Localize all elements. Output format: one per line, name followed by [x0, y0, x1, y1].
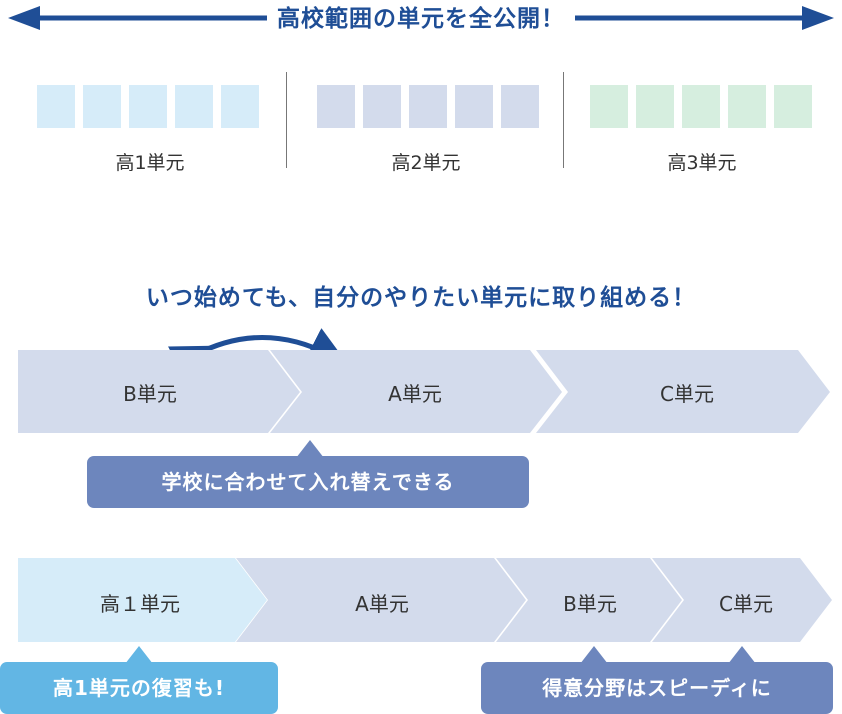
chevron-label-b: B単元: [563, 592, 617, 616]
callout-pointer: [728, 646, 756, 664]
chevron-c: [536, 350, 830, 433]
chevron-b: [496, 558, 682, 642]
chevron-a: [270, 350, 562, 433]
speedy-callout: 得意分野はスピーディに: [481, 662, 833, 714]
callout-pointer: [296, 440, 324, 458]
unit-block: [317, 85, 355, 128]
row2-chevrons: [18, 558, 832, 642]
grade-label: 高3単元: [667, 152, 737, 174]
divider: [286, 72, 287, 168]
unit-block: [636, 85, 674, 128]
divider: [563, 72, 564, 168]
unit-block: [363, 85, 401, 128]
grade-label: 高1単元: [115, 152, 185, 174]
chevron-label-a: A単元: [355, 592, 409, 616]
row1-chevrons: [18, 328, 830, 433]
unit-block: [175, 85, 213, 128]
callout-pointer: [125, 646, 153, 664]
unit-block: [682, 85, 720, 128]
header-title: 高校範囲の単元を全公開！: [0, 0, 842, 38]
chevron-b: [18, 350, 300, 433]
review-callout: 高1単元の復習も!: [0, 662, 278, 714]
unit-block: [221, 85, 259, 128]
unit-block: [409, 85, 447, 128]
chevron-label-grade1: 高１単元: [100, 592, 180, 616]
unit-block: [37, 85, 75, 128]
unit-block: [728, 85, 766, 128]
unit-block: [83, 85, 121, 128]
unit-block: [129, 85, 167, 128]
unit-block: [590, 85, 628, 128]
unit-block: [501, 85, 539, 128]
chevron-c: [652, 558, 832, 642]
grade-label: 高2単元: [391, 152, 461, 174]
chevron-label-c: C単元: [719, 592, 773, 616]
chevron-label-c: C単元: [660, 382, 714, 406]
chevron-label-b: B単元: [123, 382, 177, 406]
swap-callout: 学校に合わせて入れ替えできる: [87, 456, 529, 508]
unit-block: [774, 85, 812, 128]
chevron-a: [236, 558, 526, 642]
flexibility-title: いつ始めても、自分のやりたい単元に取り組める！: [145, 285, 697, 311]
unit-block: [455, 85, 493, 128]
callout-pointer: [580, 646, 608, 664]
chevron-label-a: A単元: [388, 382, 442, 406]
swap-arrow-icon: [168, 328, 348, 382]
chevron-grade1: [18, 558, 267, 642]
